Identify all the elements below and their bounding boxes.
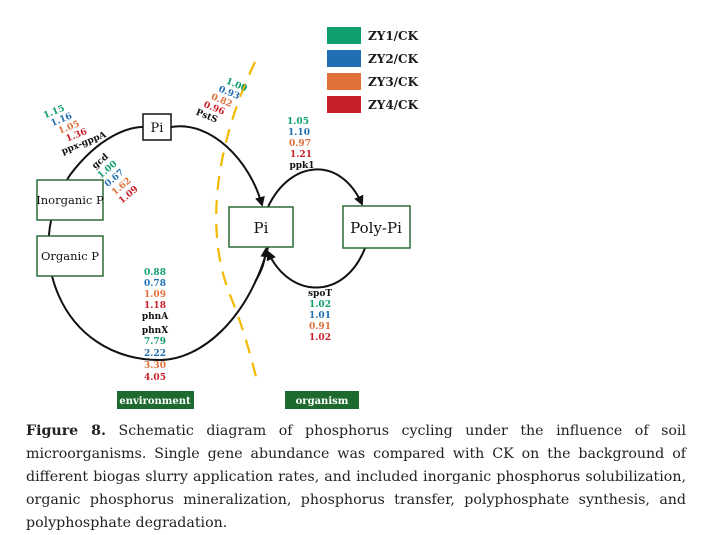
pi-small-label: Pi [151, 121, 164, 136]
organism-zone-label: organism [296, 396, 349, 407]
organic-p-label: Organic P [41, 249, 99, 263]
ppx-gppa-group: 1.15 1.16 1.05 1.36 ppx-gppA [42, 104, 109, 157]
phnx-value-zy2: 2.22 [144, 349, 166, 359]
ppk1-value-zy4: 1.21 [290, 150, 312, 160]
figure-caption-label: Figure 8. [26, 423, 106, 439]
phna-value-zy2: 0.78 [144, 279, 166, 289]
pi-small-node [142, 113, 172, 141]
phn-mineralization-arrow [254, 247, 271, 283]
inorganic-p-label: Inorganic P [36, 193, 104, 207]
poly-pi-node [342, 205, 411, 249]
psts-transfer-arc [170, 125, 265, 207]
poly-pi-label: Poly-Pi [350, 219, 402, 237]
legend-swatch-zy3 [327, 73, 361, 90]
environment-zone-label: environment [119, 396, 191, 407]
legend-label-zy2: ZY2/CK [368, 52, 419, 66]
psts-group: 1.00 0.93 0.82 0.96 PstS [194, 77, 248, 126]
spot-value-zy2: 1.01 [309, 311, 331, 321]
environment-zone-badge [117, 391, 194, 409]
inorganic-p-node [36, 179, 104, 221]
figure-caption: Figure 8. Schematic diagram of phosphoru… [26, 420, 686, 535]
ppk1-synthesis-arc [267, 168, 364, 208]
spot-gene-name: spoT [308, 289, 332, 299]
ppk1-value-zy2: 1.10 [288, 128, 310, 138]
organism-zone-badge [285, 391, 359, 409]
pi-center-label: Pi [254, 219, 269, 237]
legend-swatch-zy1 [327, 27, 361, 44]
pi-center-node [228, 206, 294, 248]
phna-value-zy1: 0.88 [144, 268, 166, 278]
phna-value-zy4: 1.18 [144, 301, 166, 311]
legend-swatch-zy4 [327, 96, 361, 113]
phnx-group: phnX 7.79 2.22 3.30 4.05 [142, 326, 168, 383]
environment-organism-divider [215, 61, 260, 386]
spot-value-zy1: 1.02 [309, 300, 331, 310]
ppk1-value-zy3: 0.97 [289, 139, 311, 149]
figure-caption-text: Schematic diagram of phosphorus cycling … [26, 423, 686, 531]
spot-value-zy4: 1.02 [309, 333, 331, 343]
legend-label-zy4: ZY4/CK [368, 98, 419, 112]
organic-p-node [36, 235, 104, 277]
phna-value-zy3: 1.09 [144, 290, 166, 300]
phnx-value-zy3: 3.30 [144, 361, 166, 371]
legend-swatch-zy2 [327, 50, 361, 67]
legend-label-zy3: ZY3/CK [368, 75, 419, 89]
phnx-value-zy1: 7.79 [144, 337, 166, 347]
phnx-value-zy4: 4.05 [144, 373, 166, 383]
legend-label-zy1: ZY1/CK [368, 29, 419, 43]
phnx-gene-name: phnX [142, 326, 168, 336]
ppk1-gene-name: ppk1 [289, 161, 314, 171]
environment-cycle-arc [47, 126, 271, 362]
phosphorus-cycle-diagram: Pi Inorganic P Organic P Pi Poly-Pi 1.15… [36, 61, 411, 409]
spot-group: spoT 1.02 1.01 0.91 1.02 [308, 289, 332, 343]
ppk1-value-zy1: 1.05 [287, 117, 309, 127]
phna-group: 0.88 0.78 1.09 1.18 phnA [142, 268, 169, 322]
spot-degradation-arc [266, 247, 366, 289]
spot-value-zy3: 0.91 [309, 322, 331, 332]
ppk1-group: 1.05 1.10 0.97 1.21 ppk1 [287, 117, 315, 171]
phna-gene-name: phnA [142, 312, 169, 322]
